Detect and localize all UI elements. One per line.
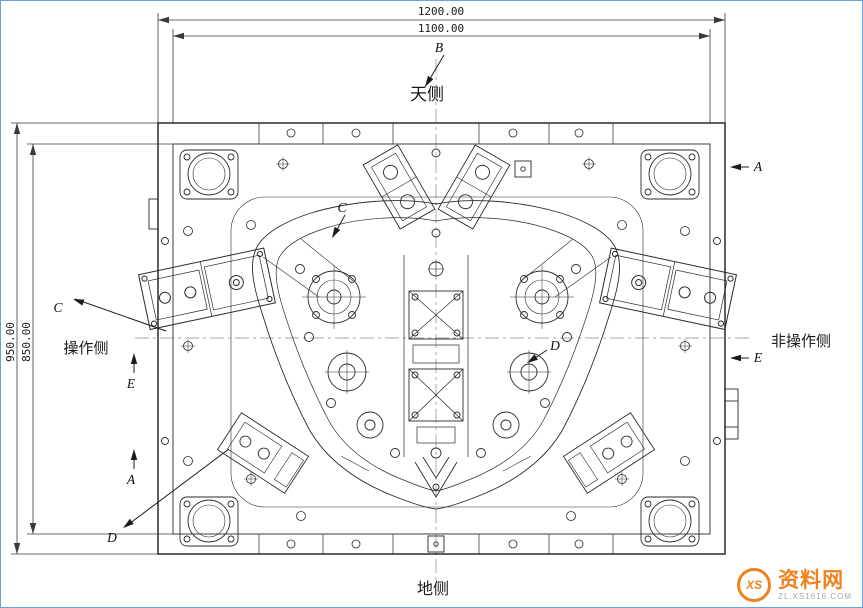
dim-top-outer-label: 1200.00 [418,5,464,18]
section-label-d-center: D [549,338,560,353]
section-label-a-left: A [126,472,136,487]
label-non-operation-side: 非操作侧 [771,333,831,350]
section-label-c-left: C [53,300,63,315]
side-slider-right [599,247,738,331]
dimension-lines [11,13,726,555]
dim-left-outer-label: 950.00 [4,322,17,362]
section-label-e-left: E [126,376,136,391]
field-screw-holes [181,157,692,521]
core-components [295,148,581,459]
section-arrowheads [73,75,741,528]
label-sky-side: 天侧 [410,85,444,104]
dim-top-inner-label: 1100.00 [418,22,464,35]
top-cam-left [362,144,436,230]
watermark-site-url: ZL.XS1616.COM [778,591,852,601]
top-cam-right [437,144,511,230]
dim-left-inner-label: 850.00 [20,322,33,362]
cavity-contours [230,196,644,510]
label-operation-side: 操作侧 [63,340,108,357]
watermark-logo-icon: XS [737,568,772,602]
section-label-b: B [435,40,443,55]
watermark-site-name: 资料网 [778,568,845,592]
section-label-c-top: C [337,200,347,215]
watermark-text: 资料网 ZL.XS1616.COM [778,570,852,601]
section-label-a-right: A [753,159,763,174]
label-ground-side: 地侧 [417,580,449,598]
bottom-cam-right [562,412,656,494]
bottom-cam-left [216,412,310,494]
side-slider-left [137,247,276,331]
watermark: XS 资料网 ZL.XS1616.COM [737,568,852,602]
mold-base-plate [148,122,739,555]
section-label-e-right: E [753,350,763,365]
bottom-center-wedge [414,456,458,498]
eyebolt-symbols [427,160,532,553]
side-tabs [148,198,739,445]
corner-guide-pillars [179,149,700,547]
section-label-d-left: D [106,530,117,545]
centerlines [135,59,749,585]
dimension-arrowheads [13,16,725,554]
